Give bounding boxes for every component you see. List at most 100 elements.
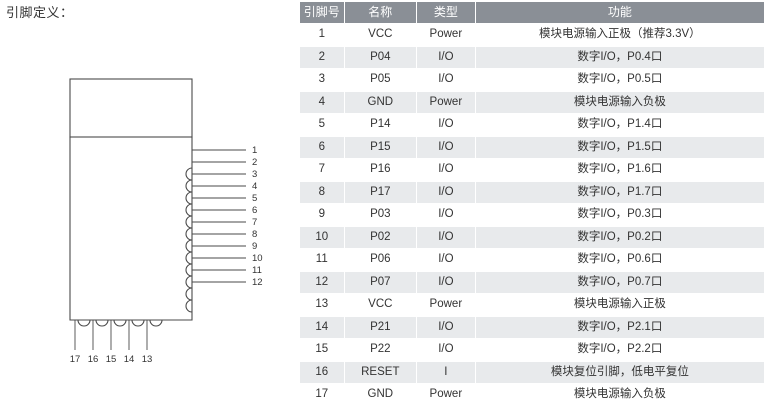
cell-pin-function: 数字I/O，P1.5口 — [474, 135, 766, 159]
cell-pin-function: 模块复位引脚，低电平复位 — [474, 360, 766, 384]
right-pin-label: 8 — [252, 229, 257, 240]
cell-pin-number: 5 — [299, 113, 345, 137]
bottom-pin-label: 17 — [70, 354, 81, 365]
cell-pin-name: P17 — [343, 180, 418, 204]
header-pin-function: 功能 — [474, 1, 766, 24]
cell-pin-name: P16 — [343, 158, 418, 182]
cell-pin-function: 数字I/O，P0.5口 — [474, 68, 766, 92]
cell-pin-name: P14 — [343, 113, 418, 137]
right-pin-label: 3 — [252, 169, 257, 180]
page-title: 引脚定义： — [6, 5, 74, 20]
bottom-pin-label: 14 — [124, 354, 135, 365]
cell-pin-name: RESET — [343, 360, 418, 384]
cell-pin-function: 数字I/O，P1.7口 — [474, 180, 766, 204]
cell-pin-type: I/O — [416, 68, 476, 92]
cell-pin-type: Power — [416, 23, 476, 47]
cell-pin-name: P06 — [343, 248, 418, 272]
cell-pin-function: 模块电源输入负极 — [474, 90, 766, 114]
bottom-pads — [77, 319, 163, 327]
cell-pin-name: VCC — [343, 293, 418, 317]
right-pin-label: 11 — [252, 265, 262, 276]
cell-pin-name: GND — [343, 383, 418, 407]
bottom-pin-label: 15 — [106, 354, 117, 365]
table-header-row: 引脚号 名称 类型 功能 — [299, 1, 766, 24]
cell-pin-function: 数字I/O，P1.4口 — [474, 113, 766, 137]
cell-pin-type: I/O — [416, 113, 476, 137]
cell-pin-number: 2 — [299, 45, 345, 69]
cell-pin-function: 模块电源输入正极（推荐3.3V） — [474, 23, 766, 47]
cell-pin-number: 9 — [299, 203, 345, 227]
cell-pin-function: 数字I/O，P2.2口 — [474, 338, 766, 362]
cell-pin-name: P07 — [343, 270, 418, 294]
header-pin-number: 引脚号 — [299, 1, 345, 24]
right-pin-label: 7 — [252, 217, 257, 228]
cell-pin-number: 8 — [299, 180, 345, 204]
cell-pin-number: 14 — [299, 315, 345, 339]
cell-pin-function: 数字I/O，P0.7口 — [474, 270, 766, 294]
cell-pin-type: I/O — [416, 248, 476, 272]
cell-pin-type: I/O — [416, 203, 476, 227]
cell-pin-number: 16 — [299, 360, 345, 384]
cell-pin-type: I/O — [416, 338, 476, 362]
cell-pin-type: I/O — [416, 158, 476, 182]
cell-pin-type: I/O — [416, 225, 476, 249]
header-pin-type: 类型 — [416, 1, 476, 24]
right-pin-label: 10 — [252, 253, 263, 264]
cell-pin-function: 数字I/O，P0.2口 — [474, 225, 766, 249]
cell-pin-name: VCC — [343, 23, 418, 47]
cell-pin-number: 17 — [299, 383, 345, 407]
cell-pin-function: 模块电源输入正极 — [474, 293, 766, 317]
bottom-leader-lines — [74, 320, 148, 350]
bottom-pin-label: 13 — [142, 354, 153, 365]
right-pads — [185, 167, 193, 313]
right-pin-label: 12 — [252, 277, 263, 288]
right-pin-label: 9 — [252, 241, 257, 252]
pin-diagram: 1 2 3 4 5 6 7 8 9 10 11 12 17 16 15 14 1… — [0, 24, 296, 404]
cell-pin-name: P22 — [343, 338, 418, 362]
cell-pin-type: I/O — [416, 135, 476, 159]
cell-pin-number: 4 — [299, 90, 345, 114]
bottom-pin-labels: 17 16 15 14 13 — [70, 354, 153, 365]
cell-pin-number: 1 — [299, 23, 345, 47]
cell-pin-type: Power — [416, 383, 476, 407]
cell-pin-type: I/O — [416, 180, 476, 204]
module-outline — [69, 78, 193, 321]
cell-pin-function: 数字I/O，P0.3口 — [474, 203, 766, 227]
right-pin-label: 4 — [252, 181, 257, 192]
right-pin-label: 5 — [252, 193, 257, 204]
cell-pin-number: 15 — [299, 338, 345, 362]
cell-pin-type: Power — [416, 293, 476, 317]
cell-pin-number: 11 — [299, 248, 345, 272]
cell-pin-type: I/O — [416, 270, 476, 294]
right-pin-label: 2 — [252, 157, 257, 168]
right-pin-label: 1 — [252, 145, 257, 156]
cell-pin-number: 3 — [299, 68, 345, 92]
cell-pin-number: 13 — [299, 293, 345, 317]
cell-pin-type: I/O — [416, 45, 476, 69]
cell-pin-number: 7 — [299, 158, 345, 182]
cell-pin-type: I — [416, 360, 476, 384]
cell-pin-number: 6 — [299, 135, 345, 159]
header-pin-name: 名称 — [343, 1, 418, 24]
cell-pin-type: Power — [416, 90, 476, 114]
cell-pin-name: P04 — [343, 45, 418, 69]
cell-pin-name: P15 — [343, 135, 418, 159]
